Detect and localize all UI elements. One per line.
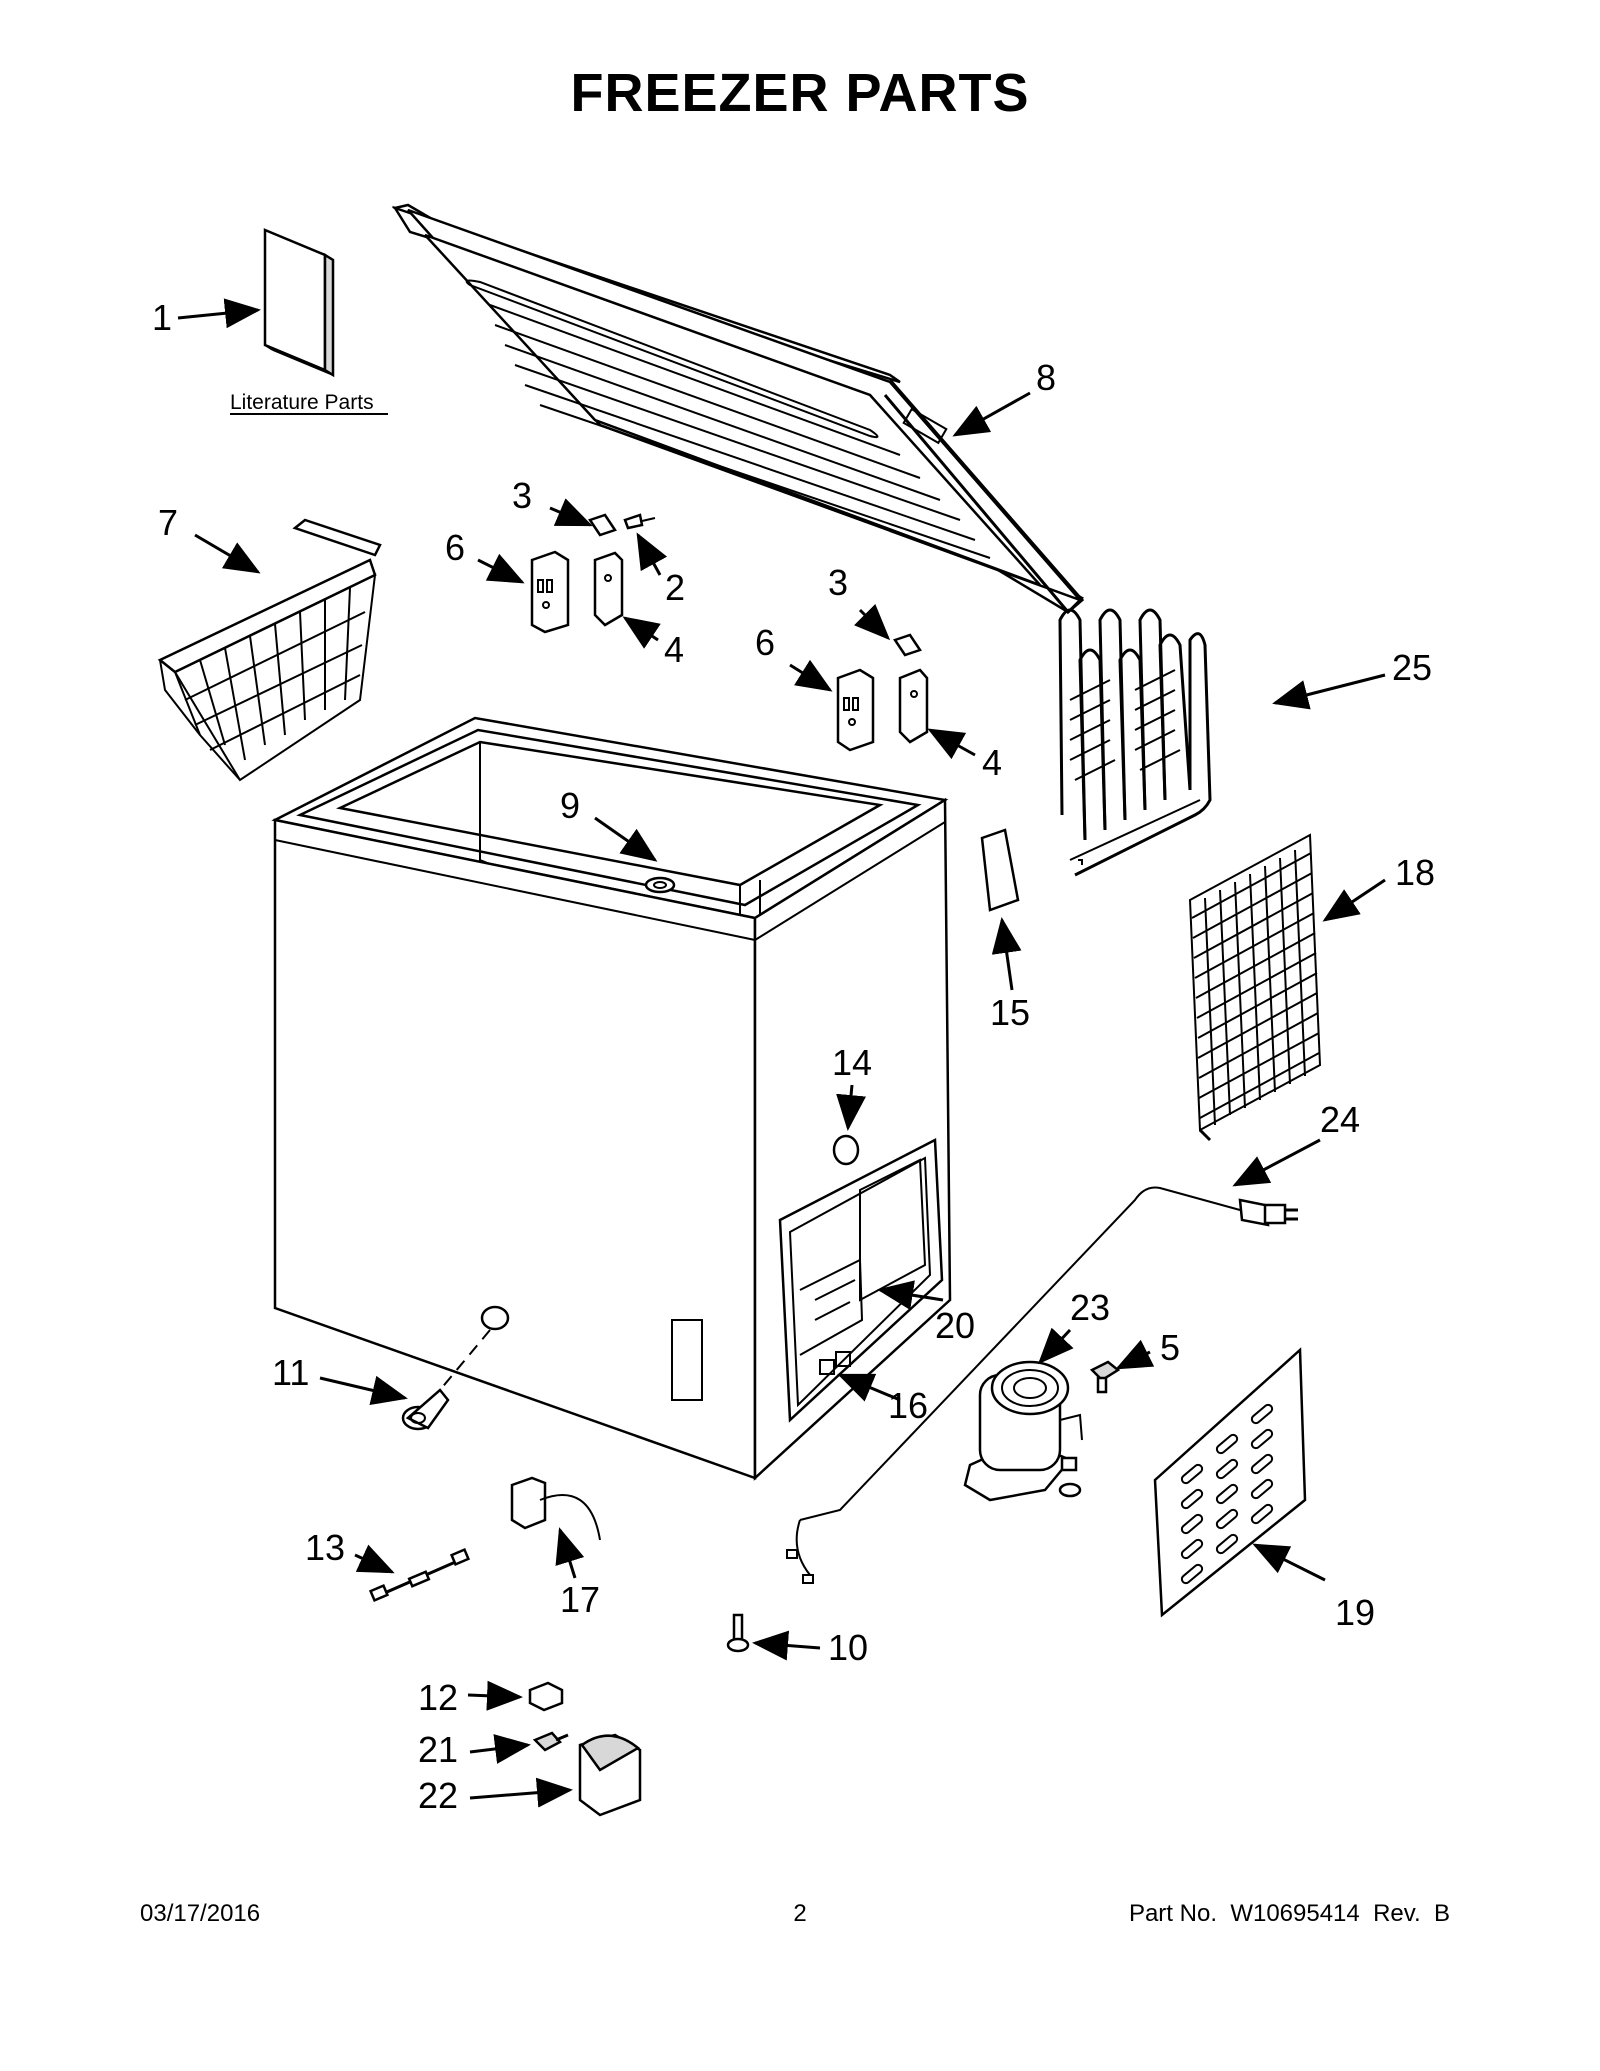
callout-4b: 4 <box>982 742 1002 783</box>
screw-part <box>532 1731 569 1752</box>
evaporator-grid <box>1188 833 1322 1142</box>
wire-harness <box>510 1476 601 1541</box>
leveling-leg <box>726 1613 750 1653</box>
bolt-part <box>1089 1360 1121 1394</box>
callout-24: 24 <box>1320 1099 1360 1140</box>
footer-part-number: Part No. W10695414 Rev. B <box>1128 1900 1450 1927</box>
callout-12: 12 <box>418 1677 458 1718</box>
hinge-right <box>836 633 929 752</box>
page-title: FREEZER PARTS <box>570 63 1030 123</box>
callout-2: 2 <box>665 567 685 608</box>
compressor <box>963 1360 1083 1502</box>
callout-18: 18 <box>1395 852 1435 893</box>
callout-20: 20 <box>935 1305 975 1346</box>
callout-8: 8 <box>1036 357 1056 398</box>
back-panel <box>1153 1347 1307 1618</box>
condenser-coil <box>1058 608 1212 877</box>
drain-plug <box>401 1329 491 1431</box>
callout-6b: 6 <box>755 622 775 663</box>
callout-1: 1 <box>152 297 172 338</box>
callout-23: 23 <box>1070 1287 1110 1328</box>
callout-21: 21 <box>418 1729 458 1770</box>
callout-11: 11 <box>272 1352 309 1393</box>
footer-page-number: 2 <box>793 1900 807 1927</box>
callout-15: 15 <box>990 992 1030 1033</box>
callout-10: 10 <box>828 1627 868 1668</box>
callout-25: 25 <box>1392 647 1432 688</box>
hinge-left <box>530 513 656 634</box>
pad-part <box>980 828 1020 912</box>
wire-basket <box>157 518 382 782</box>
callout-16: 16 <box>888 1385 928 1426</box>
power-cord <box>786 1186 1298 1584</box>
freezer-cabinet <box>271 716 952 1481</box>
literature-parts-label: Literature Parts <box>230 391 374 414</box>
relay-part <box>528 1681 564 1712</box>
terminal-cover <box>578 1733 642 1817</box>
callout-3a: 3 <box>512 475 532 516</box>
callout-5: 5 <box>1160 1327 1180 1368</box>
jumper-cord <box>368 1548 471 1602</box>
callout-22: 22 <box>418 1775 458 1816</box>
callout-19: 19 <box>1335 1592 1375 1633</box>
footer-date: 03/17/2016 <box>140 1900 261 1927</box>
callout-4a: 4 <box>664 629 684 670</box>
callout-9: 9 <box>560 785 580 826</box>
callout-13: 13 <box>305 1527 345 1568</box>
callout-17: 17 <box>560 1579 600 1620</box>
callout-6a: 6 <box>445 527 465 568</box>
callout-14: 14 <box>832 1042 872 1083</box>
callout-7: 7 <box>158 502 178 543</box>
literature-book-icon <box>263 228 335 378</box>
freezer-lid <box>391 203 1085 615</box>
callout-3b: 3 <box>828 562 848 603</box>
